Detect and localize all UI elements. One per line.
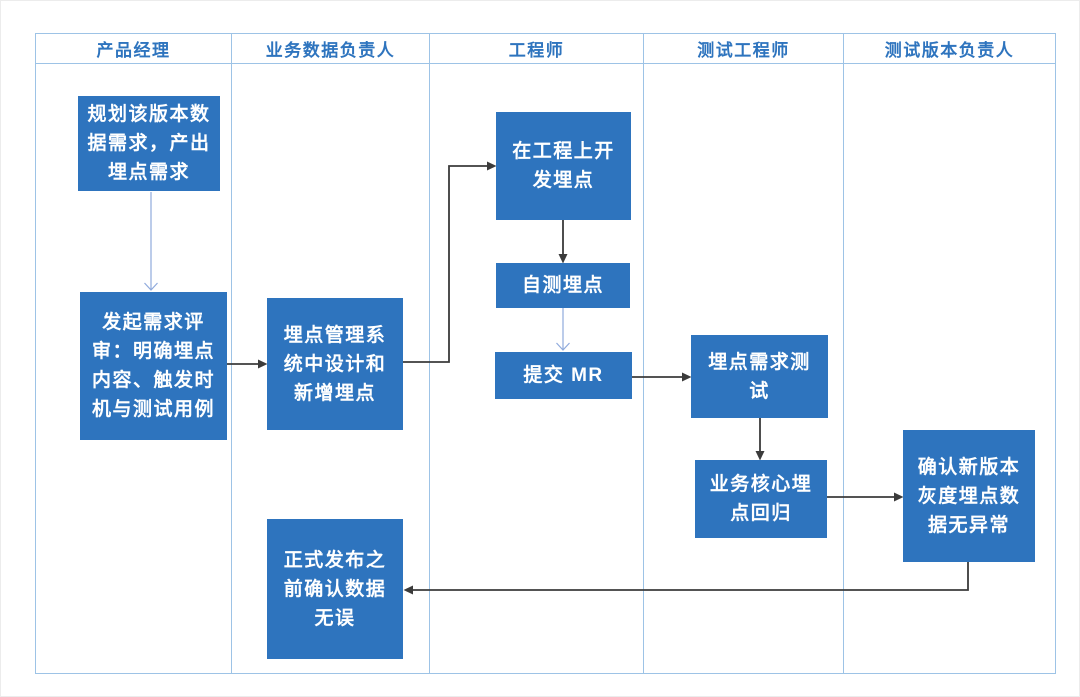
header-row-divider	[35, 63, 1056, 64]
node-requirement-test: 埋点需求测 试	[691, 335, 828, 418]
node-requirement-review: 发起需求评 审：明确埋点 内容、触发时 机与测试用例	[80, 292, 227, 440]
node-submit-mr: 提交 MR	[495, 352, 632, 399]
node-plan-requirements: 规划该版本数 据需求，产出 埋点需求	[78, 96, 220, 191]
node-label: 正式发布之 前确认数据 无误	[283, 549, 387, 629]
node-gray-data-check: 确认新版本 灰度埋点数 据无异常	[903, 430, 1035, 562]
lane-header-test-version-owner: 测试版本负责人	[844, 33, 1055, 63]
node-label: 埋点管理系 统中设计和 新增埋点	[283, 324, 387, 404]
lane-header-label: 测试版本负责人	[884, 40, 1015, 60]
lane-header-label: 业务数据负责人	[265, 40, 396, 60]
lane-divider-4	[843, 33, 844, 674]
node-design-tracking-points: 埋点管理系 统中设计和 新增埋点	[267, 298, 403, 430]
node-self-test: 自测埋点	[496, 263, 630, 308]
lane-header-business-data-owner: 业务数据负责人	[232, 33, 429, 63]
node-label: 在工程上开 发埋点	[512, 141, 615, 191]
lane-header-test-engineer: 测试工程师	[644, 33, 843, 63]
node-label: 自测埋点	[521, 275, 604, 296]
node-develop-tracking: 在工程上开 发埋点	[496, 112, 631, 220]
lane-divider-2	[429, 33, 430, 674]
lane-header-label: 工程师	[508, 40, 565, 60]
node-label: 发起需求评 审：明确埋点 内容、触发时 机与测试用例	[91, 312, 215, 420]
lane-header-engineer: 工程师	[430, 33, 643, 63]
lane-header-label: 测试工程师	[697, 40, 790, 60]
node-label: 确认新版本 灰度埋点数 据无异常	[917, 456, 1021, 536]
lane-header-product-manager: 产品经理	[36, 33, 231, 63]
lane-header-label: 产品经理	[96, 40, 171, 60]
node-label: 提交 MR	[523, 365, 604, 386]
node-final-data-check: 正式发布之 前确认数据 无误	[267, 519, 403, 659]
lane-divider-3	[643, 33, 644, 674]
node-label: 规划该版本数 据需求，产出 埋点需求	[87, 104, 211, 183]
node-core-regression: 业务核心埋 点回归	[695, 460, 827, 538]
node-label: 业务核心埋 点回归	[709, 474, 813, 524]
node-label: 埋点需求测 试	[708, 351, 811, 402]
lane-divider-1	[231, 33, 232, 674]
